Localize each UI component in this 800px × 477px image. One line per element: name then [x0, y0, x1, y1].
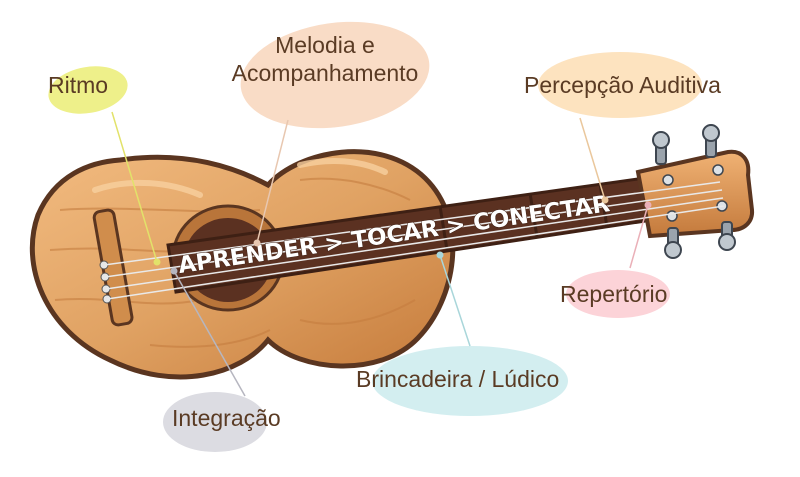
label-ritmo: Ritmo	[48, 72, 109, 98]
leader-lines	[111, 111, 649, 397]
brincadeira-leader	[439, 254, 471, 347]
label-melodia-line2: Acompanhamento	[231, 59, 419, 86]
integracao-blob	[163, 392, 267, 452]
leader-dots	[153, 196, 652, 275]
label-percepcao-auditiva: Percepção Auditiva	[524, 72, 721, 98]
label-melodia-acompanhamento: Melodia e Acompanhamento	[200, 32, 450, 87]
percepcao-blob	[538, 52, 702, 118]
ritmo-blob	[48, 66, 128, 114]
brincadeira-blob	[372, 346, 568, 416]
percepcao-leader	[579, 117, 606, 201]
repertorio-blob	[566, 270, 670, 318]
ritmo-leader	[111, 111, 158, 263]
tuning-pegs	[652, 124, 736, 259]
melodia-leader	[256, 119, 289, 244]
integracao-leader	[173, 270, 246, 397]
label-melodia-line1: Melodia e	[275, 32, 375, 58]
repertorio-leader	[629, 204, 649, 269]
label-repertorio: Repertório	[560, 281, 668, 307]
label-brincadeira-ludico: Brincadeira / Lúdico	[356, 366, 560, 392]
guitar-strings	[103, 181, 725, 300]
guitar-headstock	[635, 124, 755, 259]
melodia-blob	[240, 21, 430, 129]
label-integracao: Integração	[172, 405, 281, 431]
